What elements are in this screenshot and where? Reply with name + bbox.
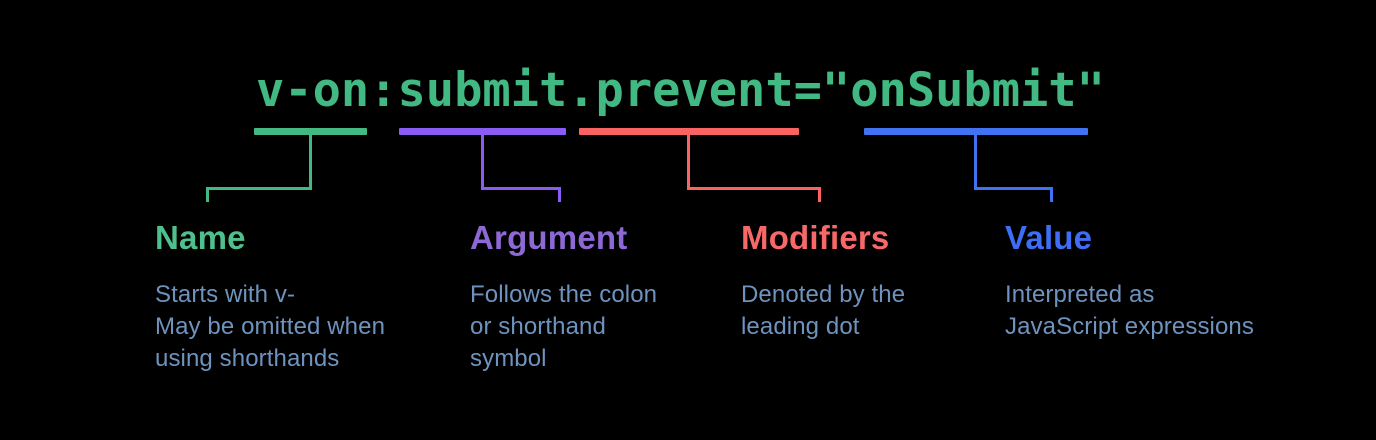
argument-connector-tick: [558, 187, 561, 202]
name-underline: [254, 128, 367, 135]
value-description-line: JavaScript expressions: [1005, 313, 1254, 340]
value-connector-horizontal: [974, 187, 1053, 190]
name-connector-tick: [206, 187, 209, 202]
value-description-line: Interpreted as: [1005, 281, 1155, 308]
argument-description: Follows the colon or shorthand symbol: [470, 279, 657, 375]
modifiers-connector-tick: [818, 187, 821, 202]
name-description-line: Starts with v-: [155, 281, 296, 308]
name-connector-vertical: [309, 133, 312, 189]
value-connector-vertical: [974, 133, 977, 189]
modifiers-connector-horizontal: [687, 187, 821, 190]
modifiers-description-line: Denoted by the: [741, 281, 906, 308]
modifiers-connector-vertical: [687, 133, 690, 189]
modifiers-label: Modifiers: [741, 219, 890, 256]
argument-connector-horizontal: [481, 187, 561, 190]
argument-label: Argument: [470, 219, 628, 256]
modifiers-description: Denoted by the leading dot: [741, 279, 905, 343]
name-description-line: using shorthands: [155, 345, 340, 372]
argument-description-line: Follows the colon: [470, 281, 658, 308]
name-description-line: May be omitted when: [155, 313, 386, 340]
modifiers-underline: [579, 128, 799, 135]
argument-underline: [399, 128, 566, 135]
argument-description-line: symbol: [470, 345, 547, 372]
name-description: Starts with v- May be omitted when using…: [155, 279, 385, 375]
name-label: Name: [155, 219, 246, 256]
value-description: Interpreted as JavaScript expressions: [1005, 279, 1254, 343]
value-underline: [864, 128, 1088, 135]
value-connector-tick: [1050, 187, 1053, 202]
code-snippet: v-on:submit.prevent="onSubmit": [256, 63, 1105, 118]
modifiers-description-line: leading dot: [741, 313, 860, 340]
value-label: Value: [1005, 219, 1093, 256]
name-connector-horizontal: [206, 187, 312, 190]
argument-connector-vertical: [481, 133, 484, 189]
argument-description-line: or shorthand: [470, 313, 606, 340]
